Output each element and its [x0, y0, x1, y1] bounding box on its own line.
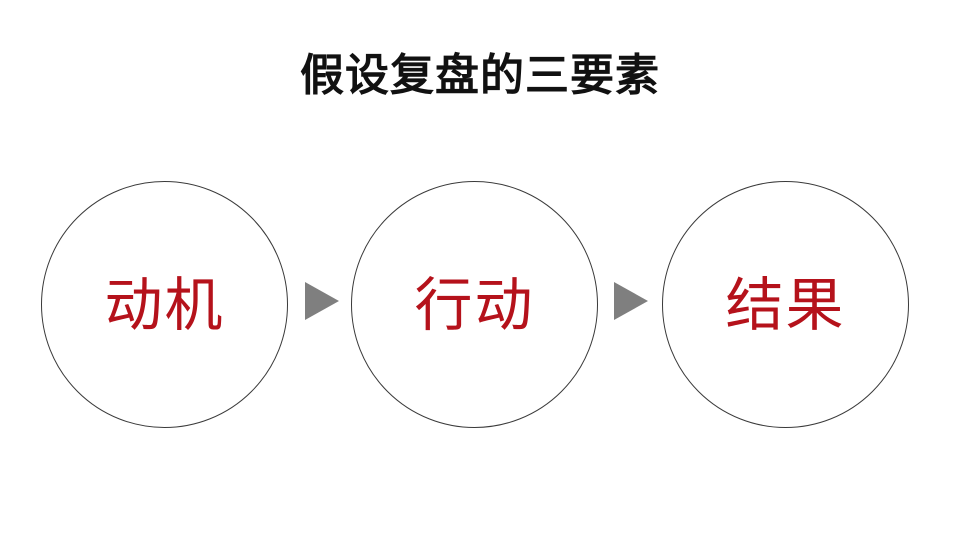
step-circle-motivation: 动机	[41, 181, 288, 428]
slide-title: 假设复盘的三要素	[300, 50, 660, 101]
step-circle-action: 行动	[351, 181, 598, 428]
step-circle-result: 结果	[662, 181, 909, 428]
step-label-result: 结果	[725, 270, 846, 339]
step-label-action: 行动	[414, 270, 535, 339]
step-label-motivation: 动机	[104, 270, 225, 339]
arrow-right-icon	[305, 282, 339, 320]
arrow-right-icon	[614, 282, 648, 320]
